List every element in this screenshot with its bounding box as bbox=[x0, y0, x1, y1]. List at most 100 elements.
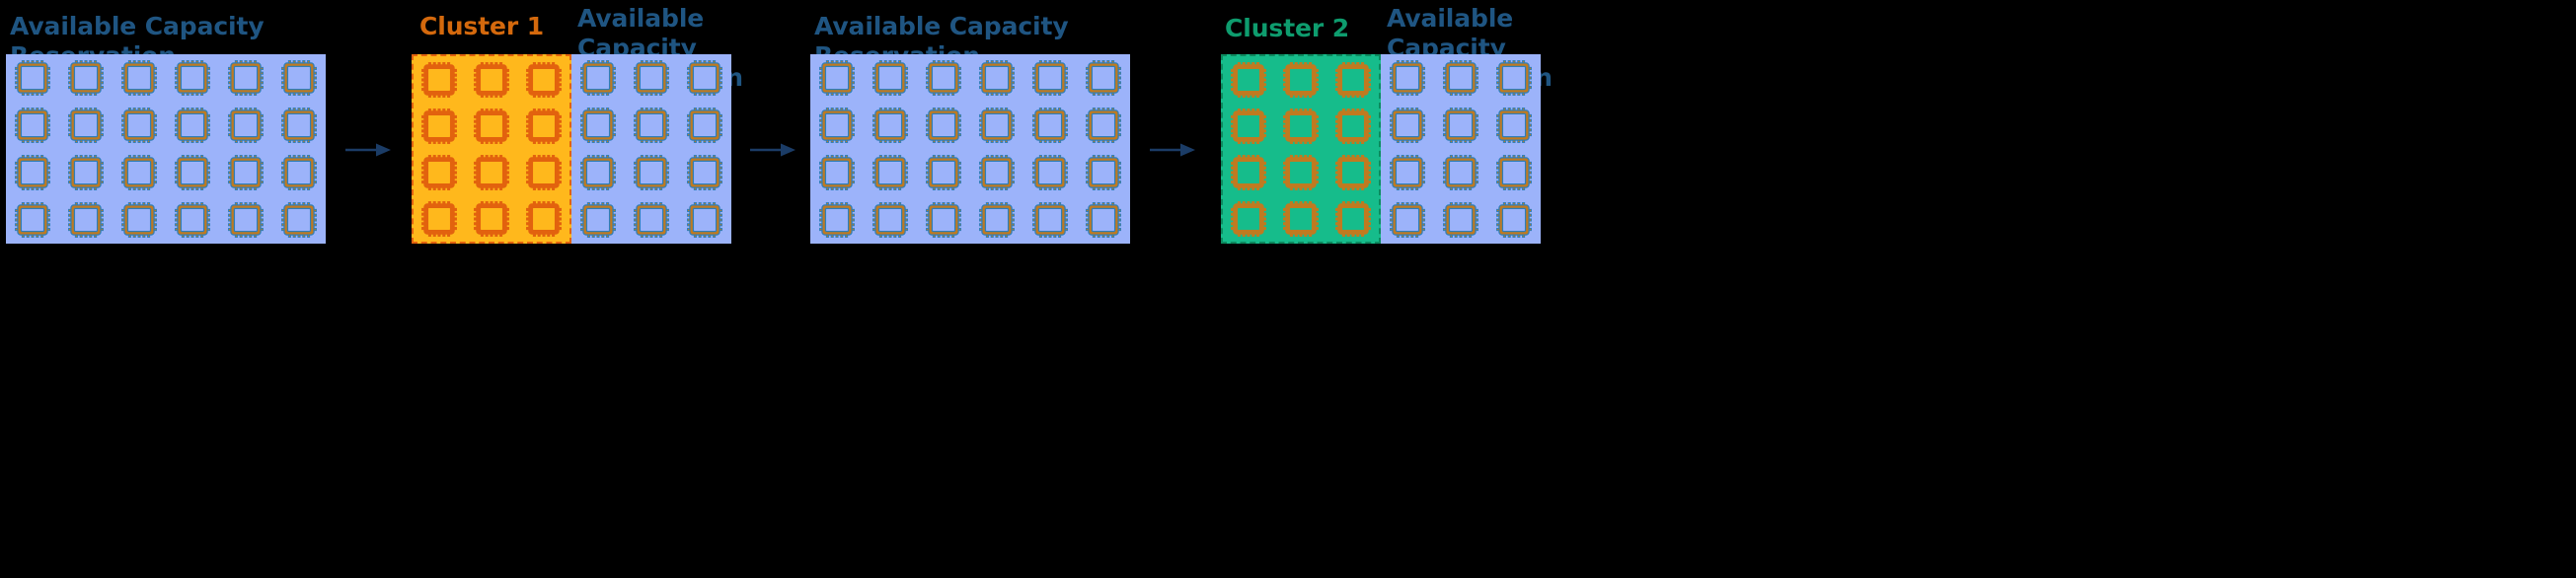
chip-cell[interactable] bbox=[632, 58, 671, 98]
zone-available[interactable] bbox=[6, 54, 326, 244]
chip-cell[interactable] bbox=[226, 58, 265, 98]
chip-cell[interactable] bbox=[1333, 199, 1373, 239]
chip-cell[interactable] bbox=[472, 153, 511, 192]
zone-available[interactable] bbox=[571, 54, 731, 244]
chip-cell[interactable] bbox=[685, 58, 724, 98]
chip-cell[interactable] bbox=[226, 106, 265, 145]
chip-cell[interactable] bbox=[1229, 60, 1268, 100]
chip-cell[interactable] bbox=[1441, 200, 1480, 240]
chip-cell[interactable] bbox=[1388, 106, 1427, 145]
chip-cell[interactable] bbox=[1281, 107, 1321, 146]
chip-cell[interactable] bbox=[279, 106, 319, 145]
zone-cluster2[interactable] bbox=[1221, 54, 1381, 244]
chip-cell[interactable] bbox=[279, 58, 319, 98]
chip-cell[interactable] bbox=[817, 58, 857, 98]
chip-cell[interactable] bbox=[419, 153, 459, 192]
chip-cell[interactable] bbox=[1084, 106, 1123, 145]
chip-cell[interactable] bbox=[1030, 200, 1070, 240]
chip-cell[interactable] bbox=[1229, 153, 1268, 192]
chip-cell[interactable] bbox=[578, 58, 618, 98]
chip-cell[interactable] bbox=[1333, 60, 1373, 100]
chip-cell[interactable] bbox=[1494, 153, 1534, 192]
chip-cell[interactable] bbox=[1084, 200, 1123, 240]
chip-cell[interactable] bbox=[279, 153, 319, 192]
chip-cell[interactable] bbox=[226, 200, 265, 240]
chip-cell[interactable] bbox=[977, 106, 1017, 145]
chip-cell[interactable] bbox=[871, 58, 910, 98]
chip-cell[interactable] bbox=[1084, 58, 1123, 98]
chip-cell[interactable] bbox=[977, 153, 1017, 192]
chip-cell[interactable] bbox=[977, 58, 1017, 98]
chip-cell[interactable] bbox=[13, 200, 52, 240]
chip-cell[interactable] bbox=[419, 199, 459, 239]
chip-cell[interactable] bbox=[1281, 153, 1321, 192]
chip-cell[interactable] bbox=[578, 153, 618, 192]
chip-cell[interactable] bbox=[1084, 153, 1123, 192]
chip-cell[interactable] bbox=[472, 107, 511, 146]
zone-available[interactable] bbox=[810, 54, 1130, 244]
chip-cell[interactable] bbox=[1494, 106, 1534, 145]
chip-cell[interactable] bbox=[524, 60, 564, 100]
chip-cell[interactable] bbox=[66, 106, 106, 145]
zone-available[interactable] bbox=[1381, 54, 1541, 244]
zone-cluster1[interactable] bbox=[412, 54, 571, 244]
chip-cell[interactable] bbox=[13, 106, 52, 145]
chip-cell[interactable] bbox=[66, 200, 106, 240]
chip-cell[interactable] bbox=[924, 106, 963, 145]
chip-cell[interactable] bbox=[472, 199, 511, 239]
chip-cell[interactable] bbox=[817, 106, 857, 145]
chip-cell[interactable] bbox=[66, 58, 106, 98]
chip-cell[interactable] bbox=[1388, 58, 1427, 98]
chip-cell[interactable] bbox=[1229, 199, 1268, 239]
chip-cell[interactable] bbox=[1441, 106, 1480, 145]
chip-cell[interactable] bbox=[1030, 58, 1070, 98]
chip-cell[interactable] bbox=[1281, 60, 1321, 100]
chip-cell[interactable] bbox=[578, 200, 618, 240]
chip-cell[interactable] bbox=[13, 153, 52, 192]
chip-cell[interactable] bbox=[226, 153, 265, 192]
chip-cell[interactable] bbox=[1494, 200, 1534, 240]
chip-cell[interactable] bbox=[119, 106, 159, 145]
chip-cell[interactable] bbox=[685, 200, 724, 240]
chip-cell[interactable] bbox=[685, 153, 724, 192]
chip-cell[interactable] bbox=[1281, 199, 1321, 239]
chip-cell[interactable] bbox=[977, 200, 1017, 240]
chip-cell[interactable] bbox=[173, 200, 212, 240]
chip-cell[interactable] bbox=[1388, 153, 1427, 192]
chip-cell[interactable] bbox=[119, 153, 159, 192]
chip-cell[interactable] bbox=[871, 153, 910, 192]
chip-cell[interactable] bbox=[1388, 200, 1427, 240]
chip-cell[interactable] bbox=[524, 107, 564, 146]
chip-cell[interactable] bbox=[1030, 106, 1070, 145]
chip-cell[interactable] bbox=[419, 107, 459, 146]
chip-cell[interactable] bbox=[119, 200, 159, 240]
chip-cell[interactable] bbox=[1333, 107, 1373, 146]
chip-cell[interactable] bbox=[524, 199, 564, 239]
chip-cell[interactable] bbox=[1229, 107, 1268, 146]
chip-cell[interactable] bbox=[1441, 58, 1480, 98]
chip-cell[interactable] bbox=[419, 60, 459, 100]
chip-cell[interactable] bbox=[924, 58, 963, 98]
chip-cell[interactable] bbox=[817, 200, 857, 240]
chip-cell[interactable] bbox=[1494, 58, 1534, 98]
chip-cell[interactable] bbox=[13, 58, 52, 98]
chip-cell[interactable] bbox=[524, 153, 564, 192]
chip-cell[interactable] bbox=[279, 200, 319, 240]
chip-cell[interactable] bbox=[632, 106, 671, 145]
chip-cell[interactable] bbox=[1441, 153, 1480, 192]
chip-cell[interactable] bbox=[119, 58, 159, 98]
chip-cell[interactable] bbox=[924, 153, 963, 192]
chip-cell[interactable] bbox=[632, 200, 671, 240]
chip-cell[interactable] bbox=[578, 106, 618, 145]
chip-cell[interactable] bbox=[632, 153, 671, 192]
chip-cell[interactable] bbox=[1030, 153, 1070, 192]
chip-cell[interactable] bbox=[817, 153, 857, 192]
chip-cell[interactable] bbox=[472, 60, 511, 100]
chip-cell[interactable] bbox=[871, 200, 910, 240]
chip-cell[interactable] bbox=[173, 58, 212, 98]
chip-cell[interactable] bbox=[685, 106, 724, 145]
chip-cell[interactable] bbox=[924, 200, 963, 240]
chip-cell[interactable] bbox=[871, 106, 910, 145]
chip-cell[interactable] bbox=[173, 153, 212, 192]
chip-cell[interactable] bbox=[173, 106, 212, 145]
